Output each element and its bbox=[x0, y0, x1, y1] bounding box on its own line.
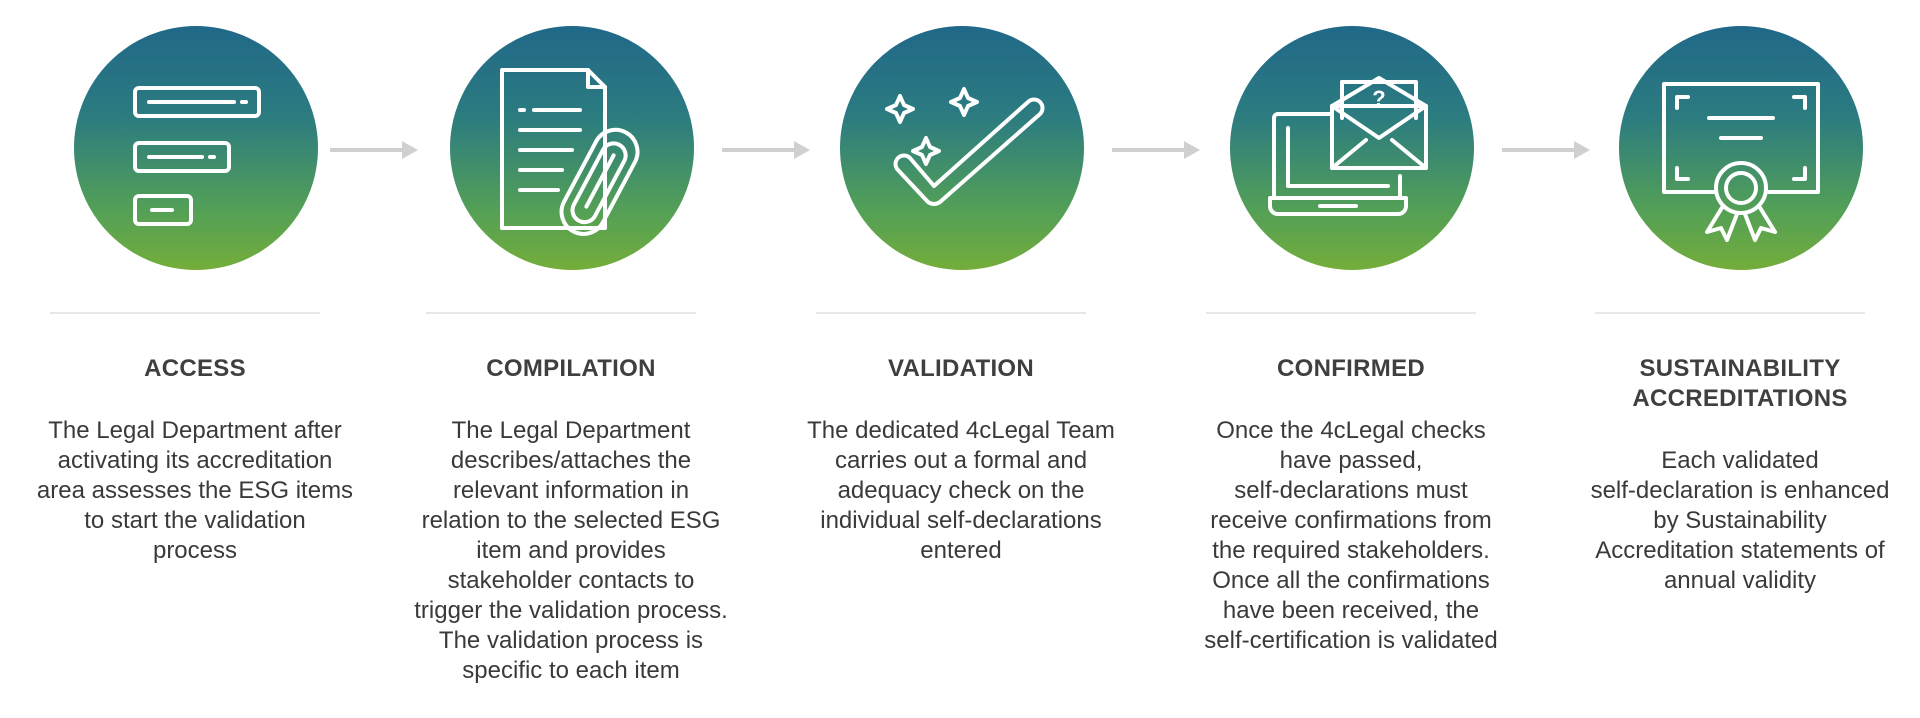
certificate-icon bbox=[1662, 82, 1820, 242]
step-description: Each validated self-declaration is enhan… bbox=[1590, 447, 1890, 594]
step-description: The Legal Department describes/attaches … bbox=[414, 417, 728, 684]
laptop-envelope-icon: ? bbox=[1268, 76, 1428, 216]
arrow-right-icon bbox=[330, 141, 418, 159]
svg-text:?: ? bbox=[1372, 86, 1385, 111]
arrow-right-icon bbox=[1502, 141, 1590, 159]
step-title: COMPILATION bbox=[486, 355, 656, 382]
step-title: SUSTAINABILITY ACCREDITATIONS bbox=[1632, 355, 1848, 412]
step-validation: VALIDATION The dedicated 4cLegal Team ca… bbox=[766, 0, 1156, 718]
step-divider bbox=[426, 312, 696, 314]
step-circle bbox=[74, 26, 318, 270]
step-divider bbox=[816, 312, 1086, 314]
step-description: The dedicated 4cLegal Team carries out a… bbox=[807, 417, 1115, 564]
step-title: CONFIRMED bbox=[1276, 355, 1426, 382]
step-divider bbox=[1206, 312, 1476, 314]
step-sustainability-accreditations: SUSTAINABILITY ACCREDITATIONS Each valid… bbox=[1545, 0, 1920, 718]
arrow-right-icon bbox=[1112, 141, 1200, 159]
step-description: Once the 4cLegal checks have passed, sel… bbox=[1204, 417, 1498, 654]
step-description: The Legal Department after activating it… bbox=[36, 417, 354, 564]
step-title: VALIDATION bbox=[887, 355, 1035, 382]
step-compilation: COMPILATION The Legal Department describ… bbox=[376, 0, 766, 718]
step-access: ACCESS The Legal Department after activa… bbox=[0, 0, 390, 718]
step-circle bbox=[840, 26, 1084, 270]
step-circle bbox=[1619, 26, 1863, 270]
step-circle: ? bbox=[1230, 26, 1474, 270]
sparkle-checkmark-icon bbox=[885, 87, 1045, 206]
step-divider bbox=[50, 312, 320, 314]
step-divider bbox=[1595, 312, 1865, 314]
form-fields-icon bbox=[133, 86, 261, 226]
document-paperclip-icon bbox=[500, 68, 640, 236]
arrow-right-icon bbox=[722, 141, 810, 159]
step-circle bbox=[450, 26, 694, 270]
step-title: ACCESS bbox=[144, 355, 246, 382]
step-confirmed: ? CONFIRMED Once the 4cLegal checks have… bbox=[1156, 0, 1546, 718]
